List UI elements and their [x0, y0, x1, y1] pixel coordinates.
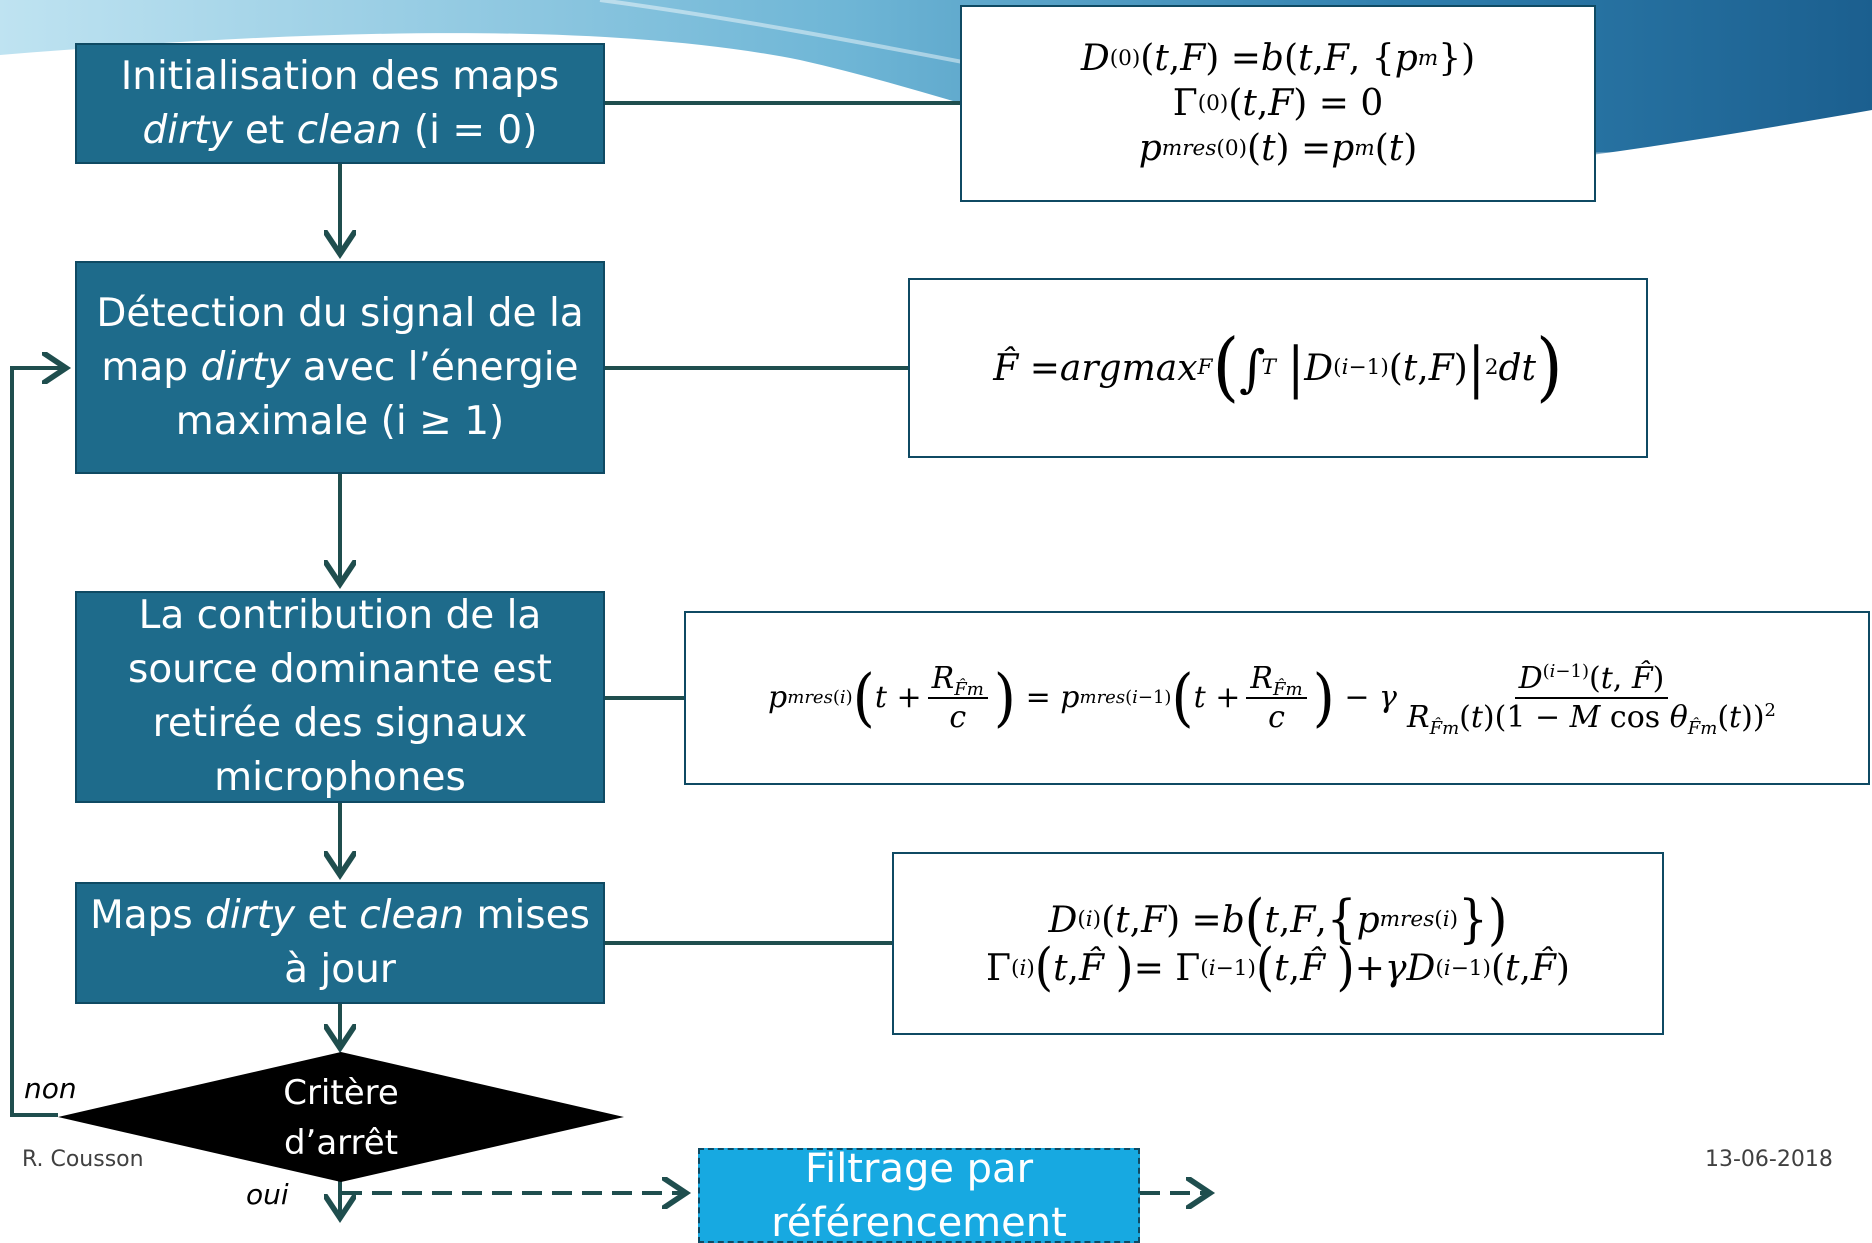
step-detection: Détection du signal de la map dirty avec…	[75, 261, 605, 474]
step-initialisation: Initialisation des maps dirty et clean (…	[75, 43, 605, 164]
formula-update-clean: Γ(i)(t, F̂ ) = Γ(i−1)(t, F̂ ) + γD(i−1)(…	[986, 938, 1570, 998]
filter-line2: référencement	[771, 1199, 1067, 1243]
et-label: et	[232, 107, 297, 153]
filter-box: Filtrage par référencement	[698, 1148, 1140, 1243]
step-removal-line1: La contribution de la	[138, 593, 542, 638]
decision-line1: Critère	[283, 1073, 399, 1113]
step-initialisation-line1: Initialisation des maps	[120, 53, 560, 99]
footer-date: 13-06-2018	[1705, 1147, 1833, 1172]
et-label: et	[295, 893, 360, 938]
dirty-label: dirty	[200, 344, 291, 390]
step-update-line1: Maps dirty et clean mises	[90, 889, 590, 943]
step-removal: La contribution de la source dominante e…	[75, 591, 605, 803]
clean-label: clean	[359, 893, 465, 938]
dirty-label: dirty	[205, 893, 296, 938]
no-branch-label: non	[24, 1072, 77, 1105]
step-detection-line2: map dirty avec l’énergie	[96, 341, 583, 395]
step-update: Maps dirty et clean mises à jour	[75, 882, 605, 1004]
filter-line1: Filtrage par	[804, 1148, 1034, 1192]
map-label: map	[101, 344, 201, 390]
energy-label: avec l’énergie	[290, 344, 579, 390]
step-update-line2: à jour	[284, 947, 396, 992]
decision-line2: d’arrêt	[283, 1123, 399, 1163]
dirty-label: dirty	[142, 107, 233, 153]
step-detection-line3: maximale (i ≥ 1)	[175, 398, 505, 444]
step-initialisation-line2: dirty et clean (i = 0)	[121, 104, 560, 158]
yes-branch-label: oui	[246, 1178, 289, 1211]
footer-author: R. Cousson	[22, 1147, 144, 1172]
step-removal-line2: source dominante est	[128, 647, 552, 692]
clean-label: clean	[296, 107, 402, 153]
maps-label: Maps	[90, 893, 206, 938]
mises-label: mises	[464, 893, 590, 938]
index-condition: (i = 0)	[413, 107, 538, 153]
decision-diamond	[58, 1052, 624, 1182]
formula-init-clean: Γ(0)(t, F) = 0	[1172, 83, 1384, 124]
step-removal-line4: microphones	[214, 755, 466, 800]
step-removal-line3: retirée des signaux	[152, 701, 528, 746]
step-detection-line1: Détection du signal de la	[96, 290, 584, 336]
decision-label: Critère d’arrêt	[198, 1066, 484, 1170]
